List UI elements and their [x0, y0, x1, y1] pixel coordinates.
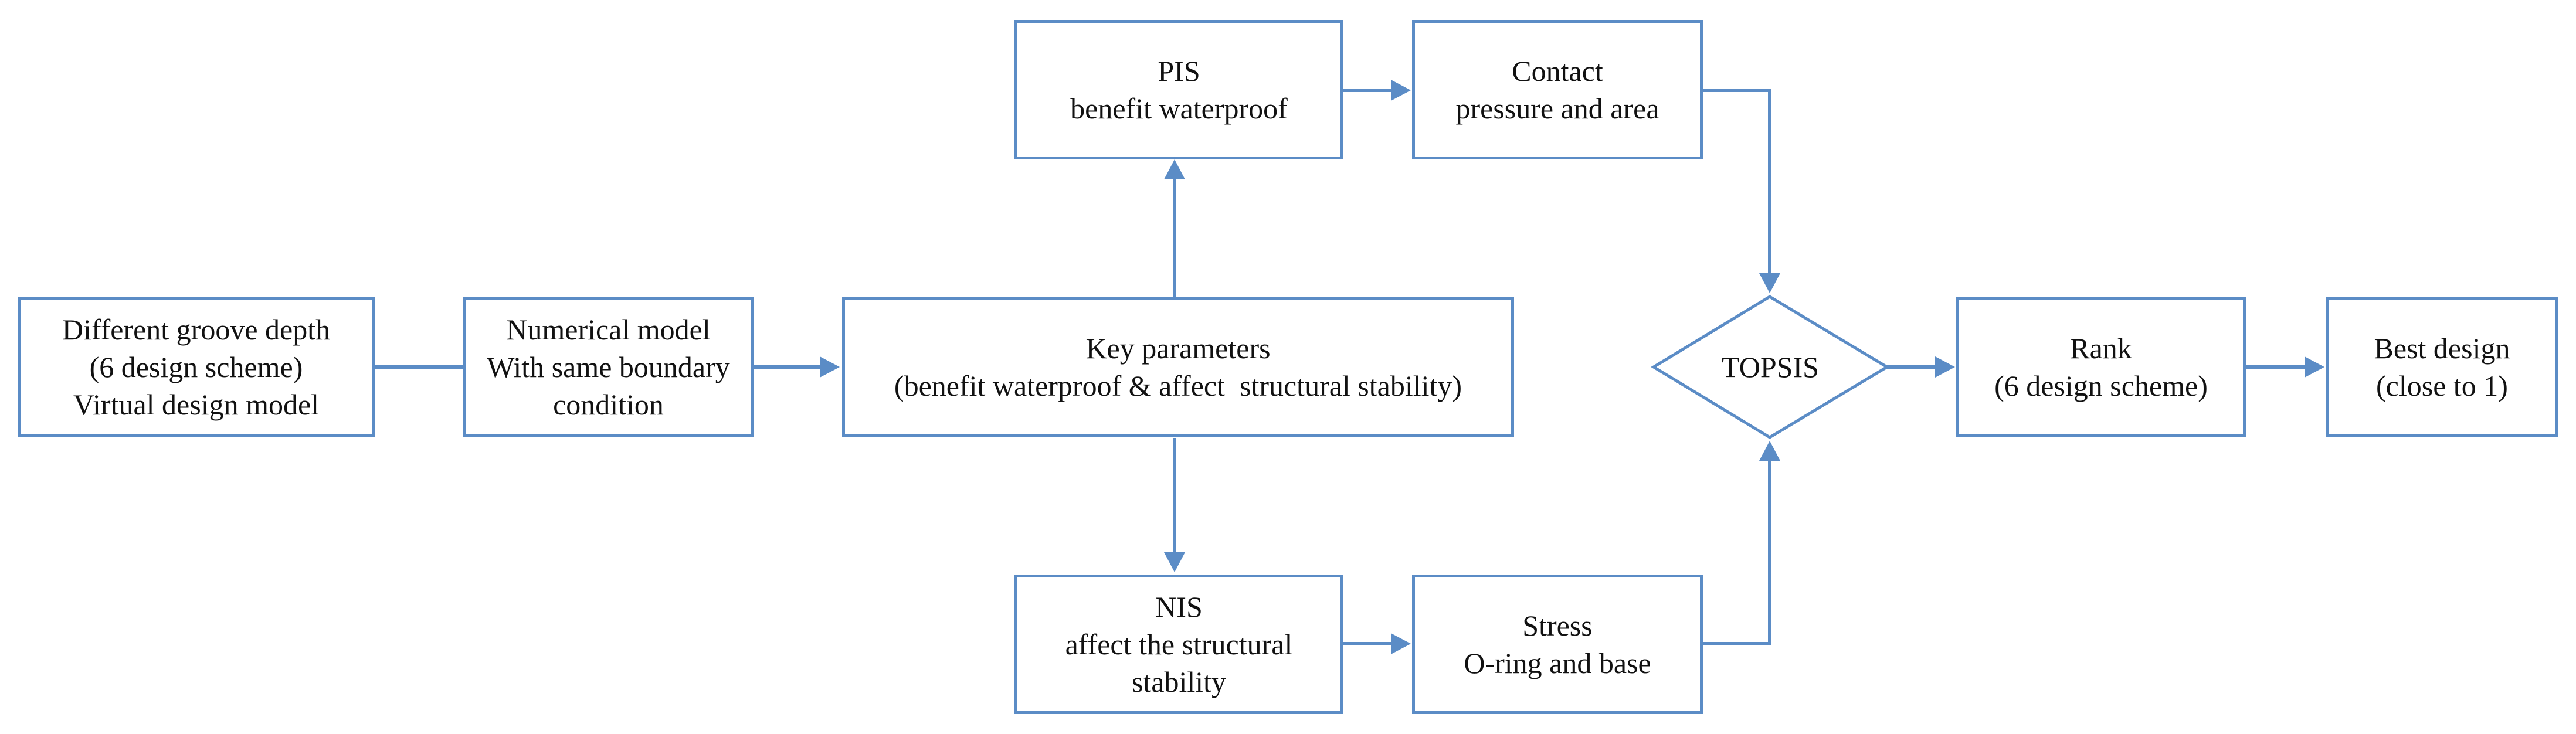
topsis-label: TOPSIS — [1722, 351, 1819, 383]
arrowhead-key-params-to-nis — [1164, 552, 1185, 572]
arrowhead-stress-to-topsis — [1759, 441, 1780, 461]
stress-line-1: Stress — [1522, 609, 1593, 642]
rank-line-2: (6 design scheme) — [1994, 369, 2208, 402]
key-parameters-line-2: (benefit waterproof & affect structural … — [894, 369, 1462, 402]
groove-depth-box: Different groove depth (6 design scheme)… — [18, 297, 375, 437]
best-design-line-2: (close to 1) — [2376, 369, 2508, 402]
pis-line-2: benefit waterproof — [1070, 92, 1288, 125]
arrowhead-contact-to-topsis — [1759, 273, 1780, 293]
nis-line-2: affect the structural — [1065, 628, 1293, 661]
numerical-model-line-3: condition — [553, 388, 664, 421]
arrowhead-key-params-to-pis — [1164, 159, 1185, 179]
stress-box: Stress O-ring and base — [1412, 575, 1703, 714]
arrowhead-pis-to-contact — [1391, 80, 1411, 101]
nis-line-1: NIS — [1155, 590, 1203, 623]
rank-line-1: Rank — [2070, 332, 2132, 365]
groove-depth-line-3: Virtual design model — [73, 388, 320, 421]
groove-depth-line-1: Different groove depth — [62, 313, 331, 346]
arrowhead-nis-to-stress — [1391, 633, 1411, 654]
pis-line-1: PIS — [1158, 55, 1200, 87]
key-parameters-line-1: Key parameters — [1085, 332, 1271, 365]
pis-box: PIS benefit waterproof — [1014, 20, 1343, 159]
groove-depth-line-2: (6 design scheme) — [89, 351, 303, 383]
arrowhead-topsis-to-rank — [1935, 356, 1955, 378]
key-parameters-box: Key parameters (benefit waterproof & aff… — [842, 297, 1514, 437]
numerical-model-line-2: With same boundary — [487, 351, 730, 383]
contact-box: Contact pressure and area — [1412, 20, 1703, 159]
best-design-box: Best design (close to 1) — [2326, 297, 2558, 437]
numerical-model-line-1: Numerical model — [506, 313, 711, 346]
arrow-contact-to-topsis — [1703, 89, 1771, 273]
stress-line-2: O-ring and base — [1464, 647, 1651, 679]
numerical-model-box: Numerical model With same boundary condi… — [463, 297, 754, 437]
nis-box: NIS affect the structural stability — [1014, 575, 1343, 714]
arrow-stress-to-topsis — [1703, 461, 1771, 645]
topsis-diamond — [1651, 295, 1890, 439]
arrowhead-rank-to-best — [2305, 356, 2324, 378]
contact-line-2: pressure and area — [1455, 92, 1659, 125]
rank-box: Rank (6 design scheme) — [1956, 297, 2246, 437]
best-design-line-1: Best design — [2374, 332, 2510, 365]
contact-line-1: Contact — [1512, 55, 1603, 87]
nis-line-3: stability — [1131, 665, 1227, 698]
arrowhead-numerical-to-key-params — [820, 356, 840, 378]
